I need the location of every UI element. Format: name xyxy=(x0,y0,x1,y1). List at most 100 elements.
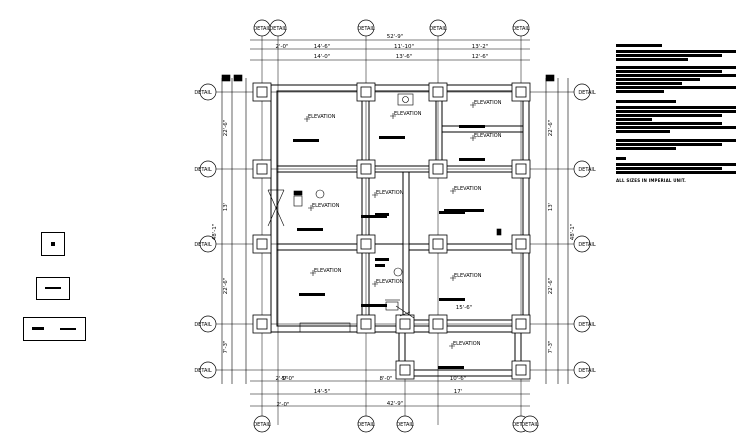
dim-bottom-small: 2'-0" xyxy=(276,402,289,408)
dim-top-row1: 14'-6" xyxy=(314,44,331,50)
elevation-cross xyxy=(390,113,396,119)
grid-bubble-circle xyxy=(429,19,447,37)
room-name-tag xyxy=(438,366,464,369)
elevation-cross xyxy=(470,135,476,141)
grid-bubble-circle xyxy=(357,19,375,37)
dim-bottom-row2: 14'-5" xyxy=(314,389,331,395)
column-core xyxy=(432,86,444,98)
grid-bubble: DETAIL xyxy=(194,315,217,333)
column-core xyxy=(432,238,444,250)
elevation-markers: ELEVATION ELEVATION ELEVATION ELEVATION ELEV… xyxy=(293,100,502,369)
grid-bubble-circle xyxy=(199,315,217,333)
elevation-cross xyxy=(450,188,456,194)
grid-bubble-circle xyxy=(573,361,591,379)
dim-right: 13' xyxy=(548,203,554,212)
dim-top-row2: 14'-0" xyxy=(314,54,331,60)
grid-bubble-circle xyxy=(573,315,591,333)
room-name-tag xyxy=(379,136,405,139)
grid-bubble: DETAIL xyxy=(357,19,375,37)
grid-bubble-label: DETAIL xyxy=(429,26,447,32)
elevation-marker: ELEVATION xyxy=(459,133,502,161)
elevation-label: ELEVATION xyxy=(474,133,502,139)
grid-bubble-label: DETAIL xyxy=(396,422,414,428)
grid-bubble-circle xyxy=(199,83,217,101)
elevation-marker: ELEVATION xyxy=(297,203,340,231)
grid-bubble-circle xyxy=(199,235,217,253)
grid-bubble: DETAIL xyxy=(573,83,596,101)
dim-left: 7'-3" xyxy=(223,340,229,353)
legend-symbol-1 xyxy=(41,232,65,256)
grid-bubble: DETAIL xyxy=(429,19,447,37)
column-core xyxy=(432,163,444,175)
grid-bubble-label: DETAIL xyxy=(253,26,271,32)
grid-bubble-circle xyxy=(521,415,539,433)
elevation-cross xyxy=(304,116,310,122)
elevation-marker: ELEVATION xyxy=(379,111,422,139)
column-core xyxy=(515,238,527,250)
grid-bubble: DETAIL xyxy=(194,361,217,379)
grid-bubble-label: DETAIL xyxy=(194,90,212,96)
grid-bubble: DETAIL xyxy=(269,19,287,37)
column-core xyxy=(256,163,268,175)
elevation-label: ELEVATION xyxy=(312,203,340,209)
elevation-cross xyxy=(308,205,314,211)
grid-bubble-label: DETAIL xyxy=(357,26,375,32)
grid-bubble: DETAIL xyxy=(573,160,596,178)
elevation-marker: ELEVATION xyxy=(299,268,342,296)
column-core xyxy=(256,238,268,250)
column-core xyxy=(515,86,527,98)
dim-bottom-row1: 10'-6" xyxy=(450,376,467,382)
grid-bubble-circle xyxy=(253,415,271,433)
elevation-marker: ELEVATION xyxy=(361,279,404,307)
elevation-cross xyxy=(372,281,378,287)
grid-bubble-label: DETAIL xyxy=(357,422,375,428)
dim-left: 13' xyxy=(223,203,229,212)
grid-bubble-label: DETAIL xyxy=(521,422,539,428)
column-core xyxy=(360,163,372,175)
room-name-tag xyxy=(439,211,465,214)
grid-bubble-circle xyxy=(573,235,591,253)
room-name-tag xyxy=(293,139,319,142)
dim-bottom-overall: 42'-9" xyxy=(387,401,404,407)
dimension-texts: 52'-9"2'-0"14'-6"11'-10"13'-2"14'-0"13'-… xyxy=(212,34,576,408)
fixtures xyxy=(221,74,555,311)
room-name-tag xyxy=(375,258,389,261)
column-core xyxy=(515,163,527,175)
grid-bubble-circle xyxy=(512,19,530,37)
grid-bubble-circle xyxy=(199,160,217,178)
room-name-tag xyxy=(375,213,389,216)
dim-bottom-row1: 2'-0" xyxy=(275,376,288,382)
grid-bubble: DETAIL xyxy=(573,315,596,333)
room-name-tag xyxy=(361,215,387,218)
dim-right-overall: 48'-1" xyxy=(570,224,576,241)
dim-bottom-row1: 5'-0" xyxy=(281,376,294,382)
elevation-marker: ELEVATION xyxy=(439,273,482,301)
elevation-label: ELEVATION xyxy=(454,186,482,192)
column-core xyxy=(360,86,372,98)
dim-top-row2: 13'-6" xyxy=(396,54,413,60)
elevation-label: ELEVATION xyxy=(394,111,422,117)
grid-bubble-label: DETAIL xyxy=(578,90,596,96)
elevation-label: ELEVATION xyxy=(376,279,404,285)
dim-bottom-row1: 8'-0" xyxy=(379,376,392,382)
grid-bubble: DETAIL xyxy=(573,235,596,253)
dim-top-row2: 12'-6" xyxy=(472,54,489,60)
grid-bubble-label: DETAIL xyxy=(512,26,530,32)
grid-bubble-label: DETAIL xyxy=(269,26,287,32)
notes-footer: ALL SIZES IN IMPERIAL UNIT. xyxy=(616,178,686,183)
dim-left: 22'-6" xyxy=(223,120,229,137)
elevation-marker: ELEVATION xyxy=(438,341,481,369)
grid-bubble-label: DETAIL xyxy=(512,422,530,428)
general-notes: ALL SIZES IN IMPERIAL UNIT. xyxy=(616,42,736,183)
elevation-marker: ELEVATION xyxy=(361,190,404,218)
dimension-lines xyxy=(221,39,569,407)
elevation-cross xyxy=(470,102,476,108)
elevation-label: ELEVATION xyxy=(314,268,342,274)
column-core xyxy=(360,318,372,330)
room-name-tag xyxy=(299,293,325,296)
openings xyxy=(267,189,415,333)
grid-bubble-circle xyxy=(199,361,217,379)
grid-bubble-label: DETAIL xyxy=(253,422,271,428)
